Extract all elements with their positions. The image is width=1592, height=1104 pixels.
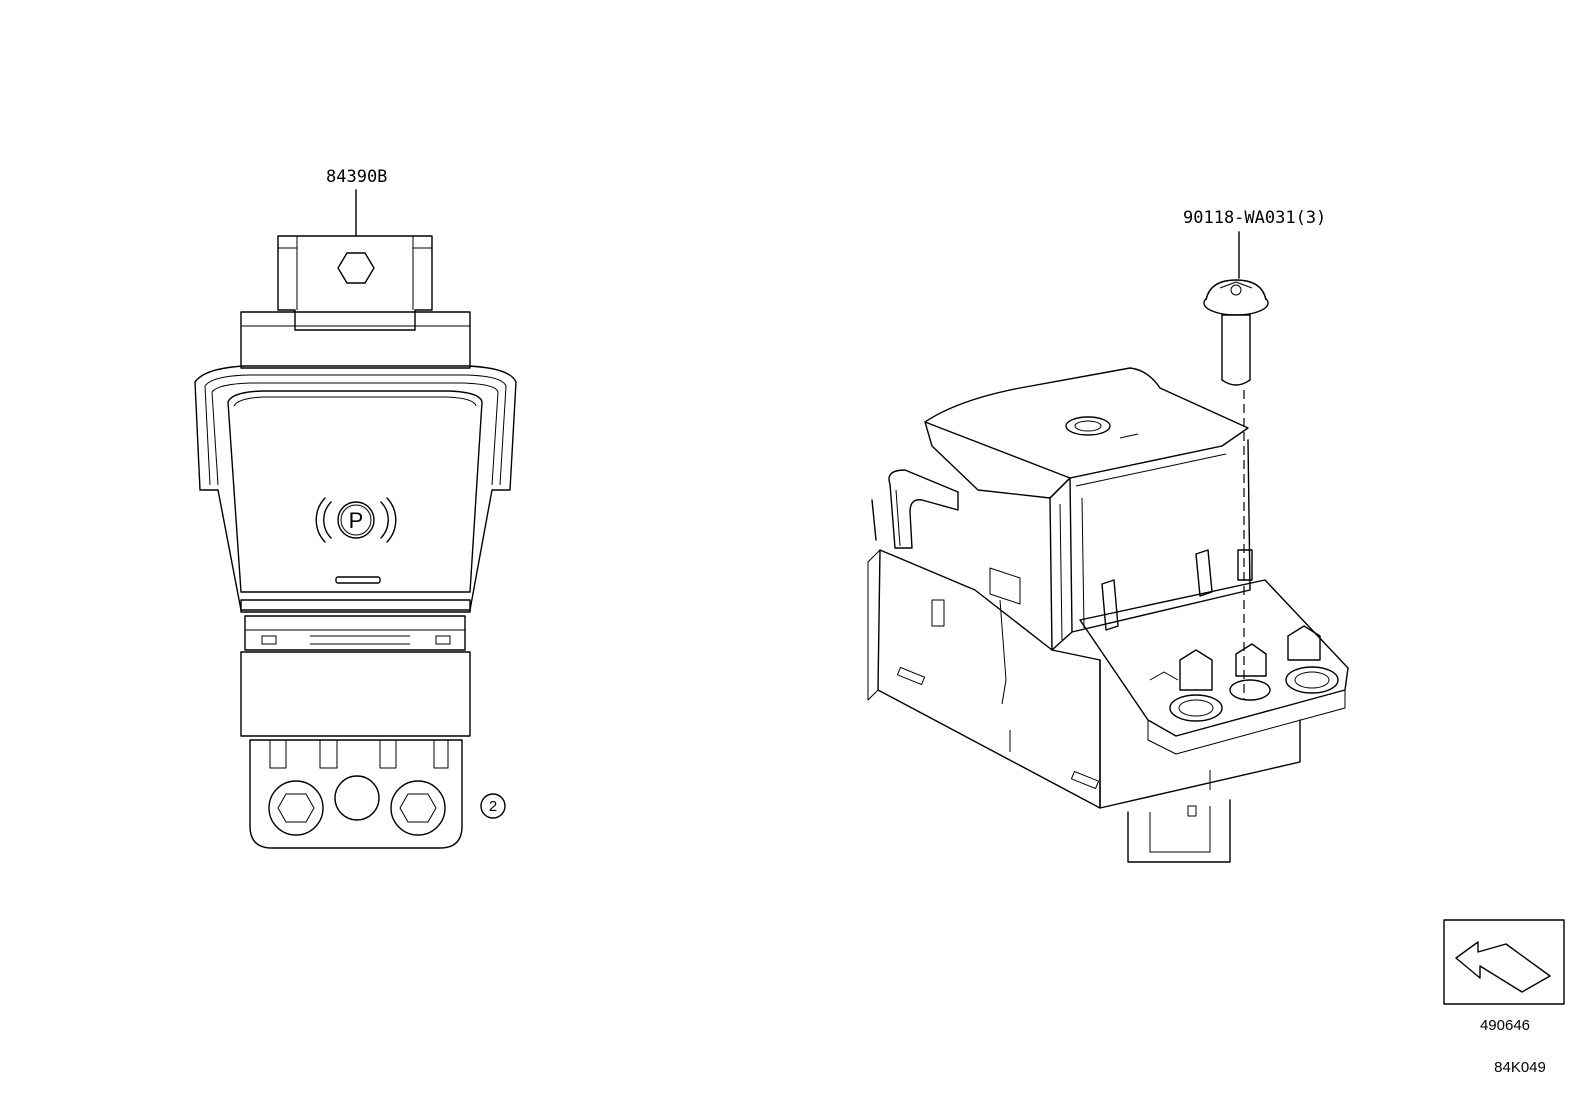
bezel-outer <box>194 365 517 611</box>
iso-cap-top <box>924 367 1249 479</box>
switch-isometric-view: 90118-WA031(3) <box>867 208 1349 863</box>
diagram-code: 84K049 <box>1494 1059 1546 1076</box>
lower-lip <box>244 615 466 651</box>
iso-hole-left <box>1169 694 1223 722</box>
parking-icon-letter: P <box>349 508 364 533</box>
iso-mount-plate <box>1079 579 1349 737</box>
parking-brake-icon: P <box>315 497 397 543</box>
screw-icon <box>1203 279 1269 386</box>
iso-bottom-connector <box>1127 799 1231 863</box>
iso-parking-icon <box>1065 416 1111 436</box>
screw-part-callout: 90118-WA031(3) <box>1183 208 1326 228</box>
orientation-frame <box>1443 919 1565 1005</box>
view-orientation-box: 490646 <box>1443 919 1565 1034</box>
orientation-arrow-icon <box>1455 941 1551 993</box>
tab-hole <box>337 252 375 284</box>
mount-hole-left <box>268 780 324 836</box>
reference-number: 2 <box>489 798 497 815</box>
bottom-mount <box>249 739 463 849</box>
mount-center-boss <box>334 775 380 821</box>
iso-hole-right <box>1285 666 1339 694</box>
view-code: 490646 <box>1480 1017 1530 1034</box>
mount-hole-right <box>390 780 446 836</box>
iso-clip <box>888 469 959 549</box>
switch-front-view: 84390B P <box>194 167 517 849</box>
iso-housing-left <box>877 549 1101 809</box>
switch-part-callout: 84390B <box>326 167 387 187</box>
reference-circle <box>480 793 506 819</box>
button-face <box>227 390 483 593</box>
indicator-slot <box>335 576 381 584</box>
iso-hole-center <box>1229 679 1271 701</box>
iso-housing-front <box>1099 659 1301 809</box>
top-tab <box>277 235 433 331</box>
connector-housing <box>240 651 471 737</box>
upper-body <box>240 311 471 369</box>
